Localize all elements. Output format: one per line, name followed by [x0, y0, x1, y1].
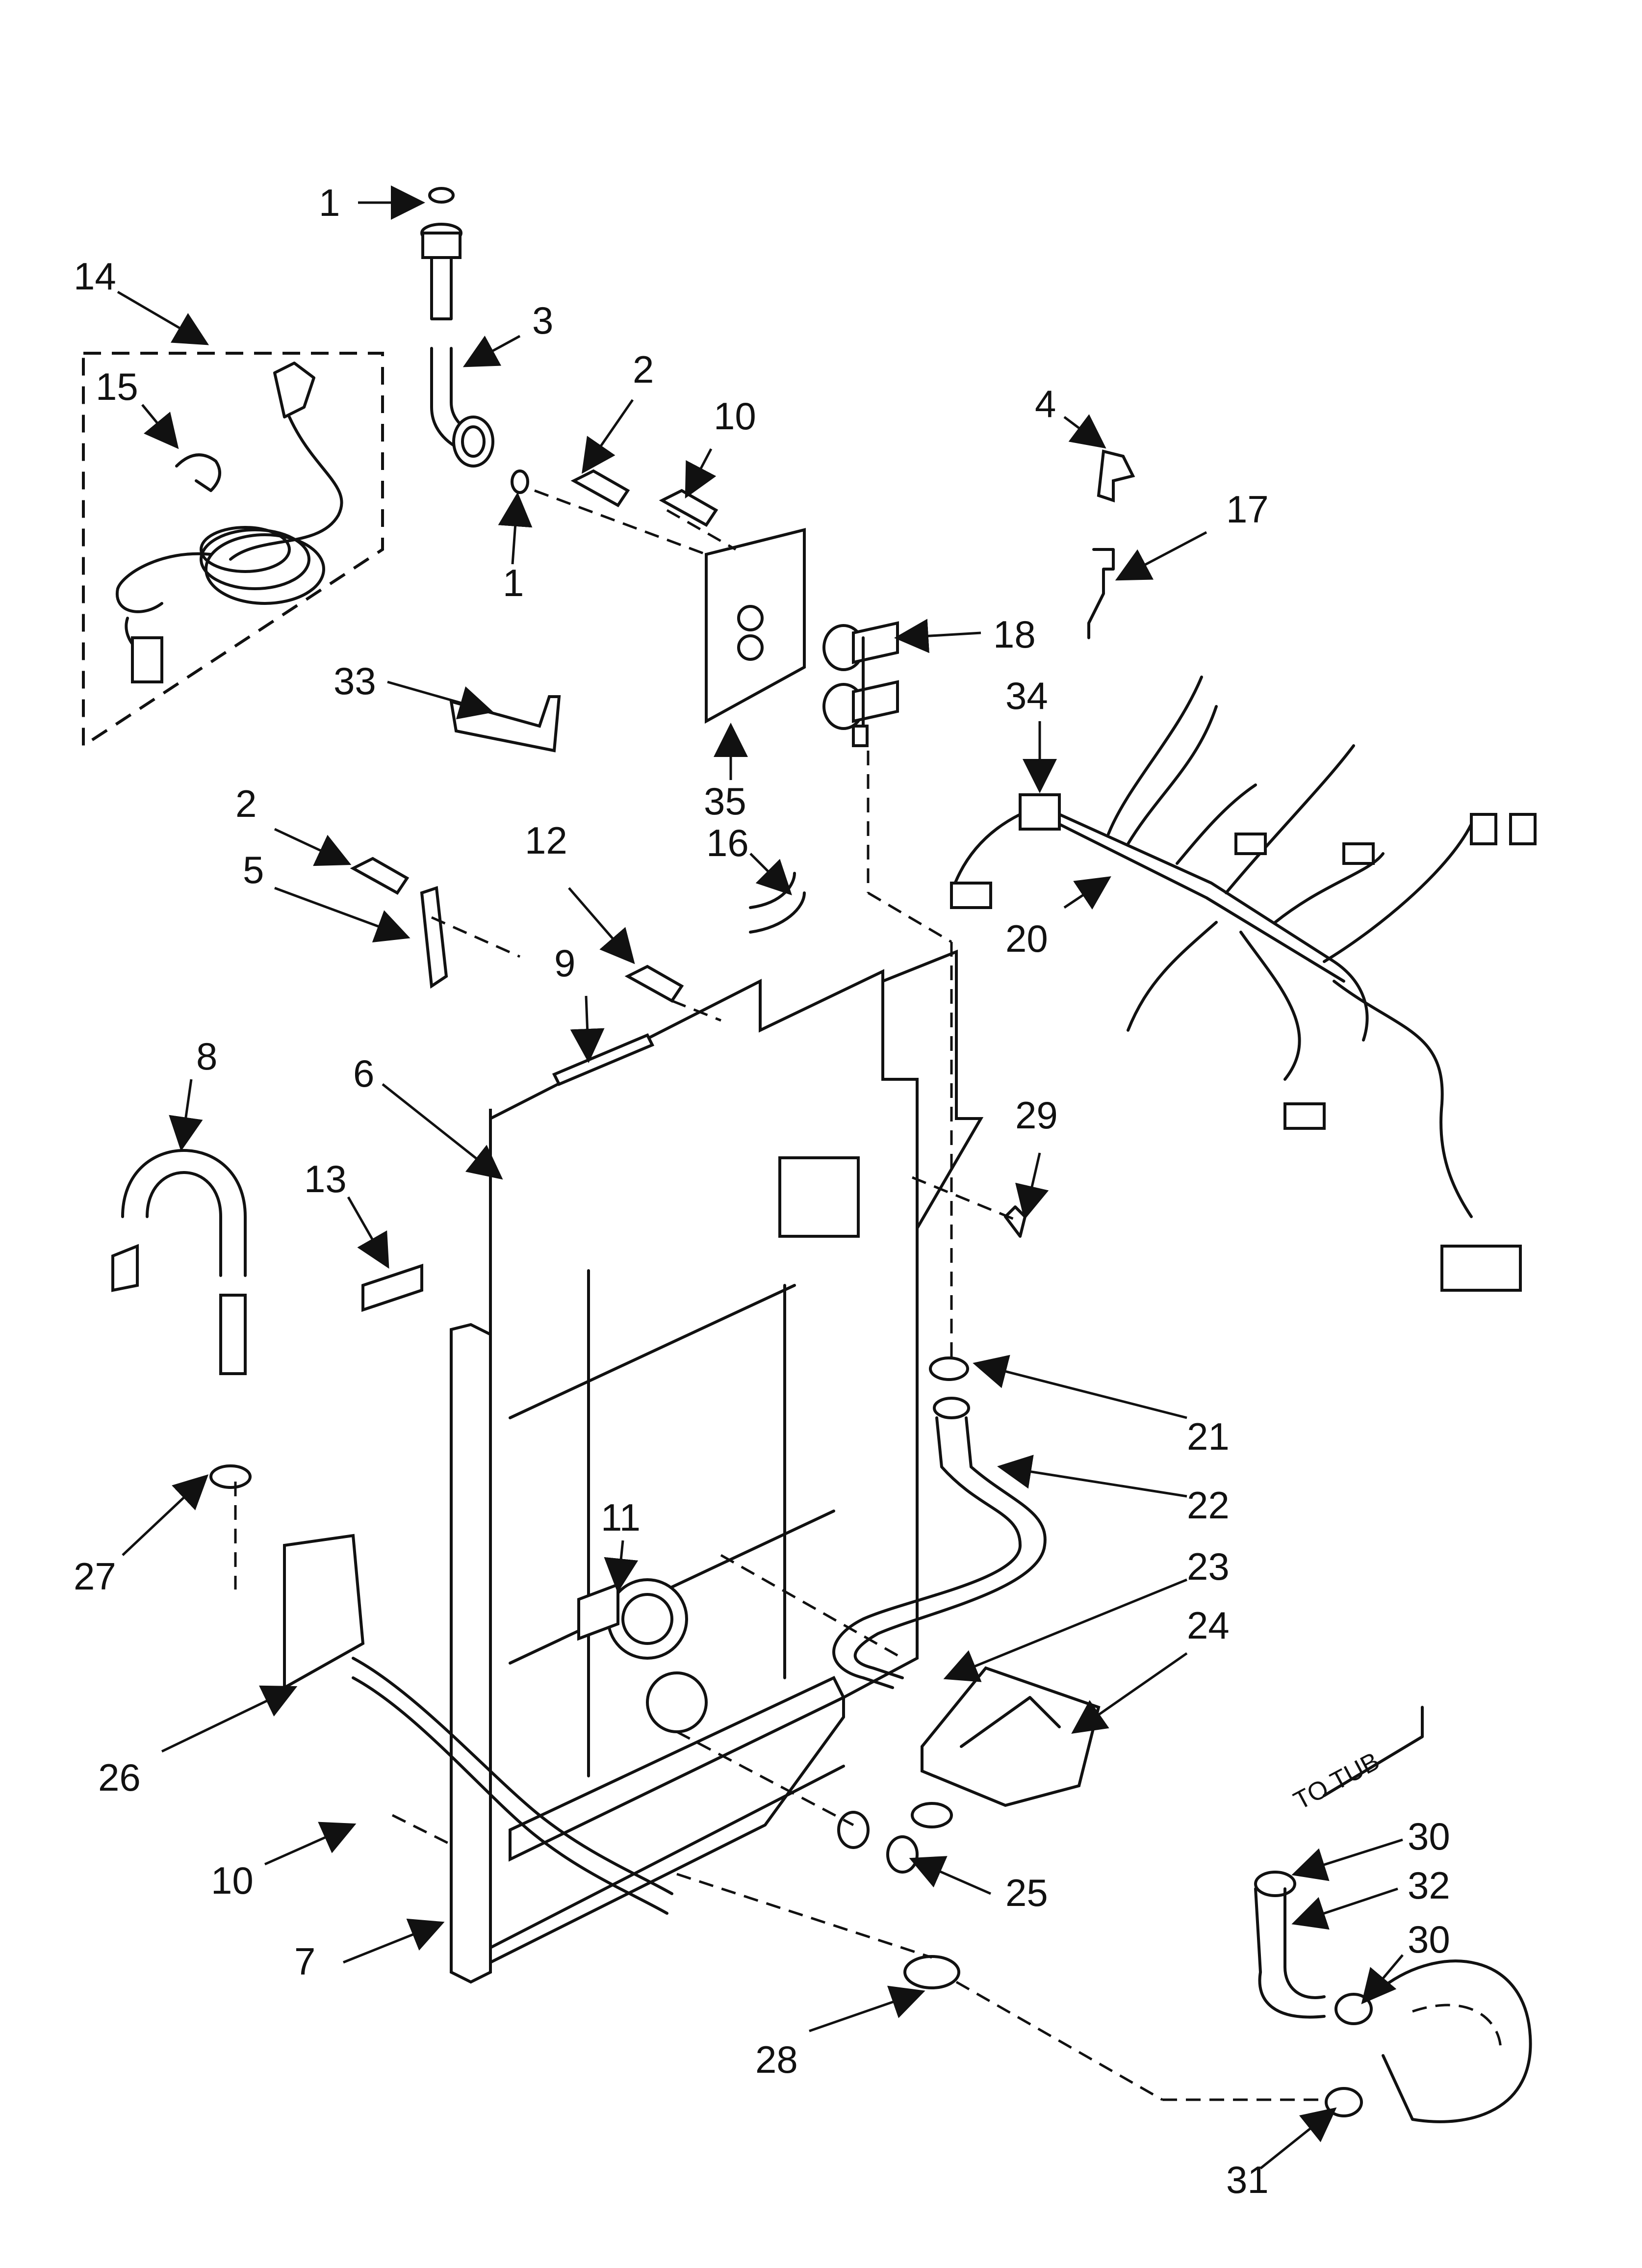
bracket-13: [361, 1263, 423, 1312]
callout-30-lower: 30: [1408, 1918, 1450, 1961]
callout-18: 18: [993, 613, 1036, 656]
callout-12: 12: [525, 819, 567, 862]
callout-33: 33: [334, 659, 376, 703]
callout-9: 9: [554, 941, 575, 985]
callout-15: 15: [96, 365, 138, 408]
callout-8: 8: [196, 1035, 217, 1078]
callout-labels: 1 1 2 2 3 4 5 6 7 8 9 10 10 11 12 13 14 …: [74, 181, 1450, 2201]
callout-10-top: 10: [714, 394, 756, 438]
callout-30-top: 30: [1408, 1815, 1450, 1858]
callout-13: 13: [304, 1157, 347, 1200]
callout-16: 16: [706, 821, 749, 864]
callout-35: 35: [704, 780, 746, 823]
callout-28: 28: [755, 2038, 798, 2081]
callout-1-top: 1: [319, 181, 340, 224]
leader-arrows: [117, 185, 1404, 2169]
callout-24: 24: [1187, 1604, 1230, 1647]
to-tub-caption: TO TUB: [1289, 1747, 1384, 1816]
pump-hose: [1254, 1706, 1532, 2123]
callout-34: 34: [1005, 674, 1048, 717]
knob-assembly: [646, 1671, 919, 1874]
screws-top: [570, 469, 718, 527]
pressure-switch: [577, 1578, 688, 1660]
drain-hose-loop: [111, 1149, 252, 1489]
clips-right: [1087, 449, 1135, 639]
valve-bracket: [705, 528, 806, 724]
fill-tray: [921, 1666, 1101, 1807]
callout-23: 23: [1187, 1545, 1230, 1588]
power-cord-kit: [82, 352, 384, 749]
callout-27: 27: [74, 1555, 116, 1598]
callout-22: 22: [1187, 1484, 1230, 1527]
callout-6: 6: [353, 1052, 374, 1095]
callout-1-lower: 1: [503, 561, 524, 604]
inlet-hose-assembly: [420, 187, 529, 494]
small-hardware: [350, 857, 1026, 1238]
fill-hose: [832, 1356, 1047, 1689]
callout-21: 21: [1187, 1415, 1230, 1458]
callout-11: 11: [601, 1496, 641, 1539]
rear-panel: [489, 949, 984, 1968]
callout-7: 7: [294, 1940, 315, 1983]
callout-2-mid: 2: [235, 782, 257, 825]
callout-26: 26: [98, 1756, 141, 1799]
side-rail: [450, 1323, 492, 1984]
drain-hose: [283, 1534, 673, 1915]
assembly-lines: [234, 489, 1324, 2101]
water-valve: [822, 621, 899, 747]
callout-3: 3: [532, 299, 553, 342]
callout-14: 14: [74, 255, 116, 298]
callout-32: 32: [1408, 1864, 1450, 1907]
callout-31: 31: [1226, 2158, 1269, 2201]
callout-10-bottom: 10: [211, 1859, 254, 1902]
callout-4: 4: [1035, 382, 1056, 425]
callout-20: 20: [1005, 917, 1048, 960]
callout-29: 29: [1015, 1094, 1058, 1137]
wire-harness: [950, 676, 1537, 1292]
callout-2-top: 2: [633, 348, 654, 391]
hose-clamp-28: [903, 1802, 960, 1989]
callout-25: 25: [1005, 1871, 1048, 1914]
callout-17: 17: [1226, 488, 1269, 531]
callout-5: 5: [243, 848, 264, 891]
